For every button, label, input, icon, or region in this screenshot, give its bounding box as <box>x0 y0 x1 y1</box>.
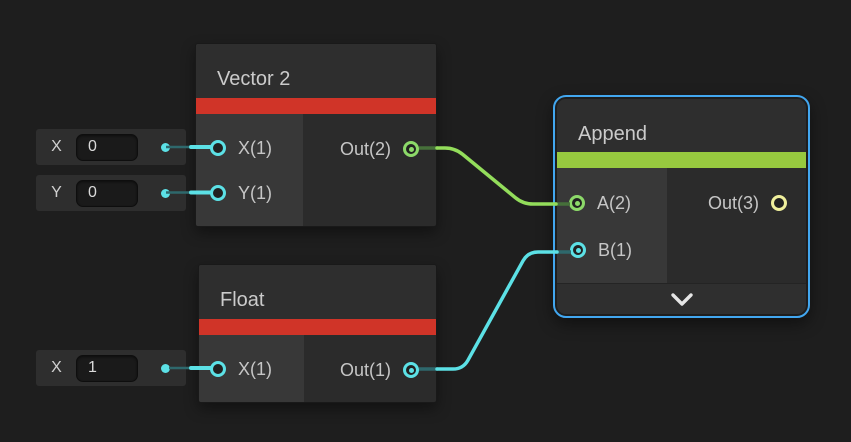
chevron-down-icon <box>670 292 693 306</box>
widget-float-x: X 1 <box>36 350 186 386</box>
connected-dot <box>574 200 580 206</box>
vector2-y-field[interactable]: 0 <box>76 179 138 207</box>
field-value: 0 <box>88 138 97 155</box>
port-float-out[interactable]: Out(1) <box>340 352 419 388</box>
edge-vector2-out-to-append-a[interactable] <box>435 146 558 206</box>
widget-port-dot[interactable] <box>161 142 170 152</box>
node-append[interactable]: Append A(2) B(1) Out(3) <box>553 95 810 318</box>
widget-label: X <box>51 359 62 376</box>
port-ring-icon[interactable] <box>570 242 586 258</box>
port-label: X(1) <box>238 358 273 379</box>
port-ring-icon[interactable] <box>771 195 787 211</box>
node-vector2-accent-bar <box>196 98 436 114</box>
node-vector2-input-section <box>196 114 303 226</box>
port-label: Out(3) <box>707 192 759 213</box>
node-append-accent-bar <box>557 152 806 168</box>
port-append-a[interactable]: A(2) <box>569 185 631 221</box>
node-append-title: Append <box>557 99 806 153</box>
port-label: Out(1) <box>339 359 391 380</box>
port-append-b[interactable]: B(1) <box>570 232 632 268</box>
field-value: 1 <box>88 359 97 376</box>
port-ring-icon[interactable] <box>210 185 226 201</box>
node-append-collapse-button[interactable] <box>557 283 806 314</box>
widget-label: Y <box>51 184 62 201</box>
port-label: A(2) <box>597 192 632 213</box>
port-vector2-x[interactable]: X(1) <box>210 130 272 166</box>
port-vector2-out[interactable]: Out(2) <box>340 131 419 167</box>
port-ring-icon[interactable] <box>210 140 226 156</box>
port-float-x[interactable]: X(1) <box>210 351 272 387</box>
port-label: Out(2) <box>339 138 391 159</box>
port-vector2-y[interactable]: Y(1) <box>210 175 272 211</box>
node-append-input-section <box>557 168 667 283</box>
connected-dot <box>408 146 414 152</box>
connected-dot <box>575 247 581 253</box>
widget-vector2-y: Y 0 <box>36 175 186 211</box>
connected-dot <box>408 367 414 373</box>
port-label: Y(1) <box>238 182 273 203</box>
float-x-field[interactable]: 1 <box>76 354 138 382</box>
field-value: 0 <box>88 184 97 201</box>
node-vector2[interactable]: Vector 2 X(1) Y(1) Out(2) <box>195 43 437 227</box>
widget-vector2-x: X 0 <box>36 129 186 165</box>
port-ring-icon[interactable] <box>403 141 419 157</box>
port-label: X(1) <box>238 137 273 158</box>
node-float-title: Float <box>199 265 436 319</box>
widget-port-dot[interactable] <box>161 363 170 373</box>
port-append-out[interactable]: Out(3) <box>708 185 787 221</box>
node-append-body: Append A(2) B(1) Out(3) <box>557 99 806 314</box>
port-ring-icon[interactable] <box>569 195 585 211</box>
node-float-accent-bar <box>199 319 436 335</box>
widget-port-dot[interactable] <box>161 188 170 198</box>
node-float[interactable]: Float X(1) Out(1) <box>198 264 437 403</box>
port-ring-icon[interactable] <box>403 362 419 378</box>
node-vector2-title: Vector 2 <box>196 44 436 98</box>
vector2-x-field[interactable]: 0 <box>76 133 138 161</box>
port-label: B(1) <box>598 239 633 260</box>
widget-label: X <box>51 138 62 155</box>
edge-float-out-to-append-b[interactable] <box>435 250 559 371</box>
